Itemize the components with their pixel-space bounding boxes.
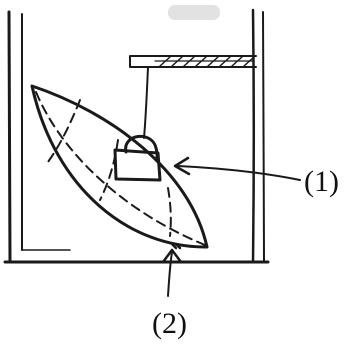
right-post bbox=[253, 10, 264, 262]
hatched-beam bbox=[130, 56, 256, 67]
pendant-block bbox=[115, 150, 160, 180]
suspension-string bbox=[144, 67, 148, 138]
arrow-to-part-2 bbox=[163, 250, 181, 296]
label-part-2: (2) bbox=[152, 307, 187, 340]
arrow-to-part-1 bbox=[175, 158, 300, 180]
left-post bbox=[9, 12, 22, 262]
base bbox=[5, 250, 268, 262]
smudge-mark bbox=[168, 5, 220, 20]
label-part-1: (1) bbox=[304, 165, 339, 198]
